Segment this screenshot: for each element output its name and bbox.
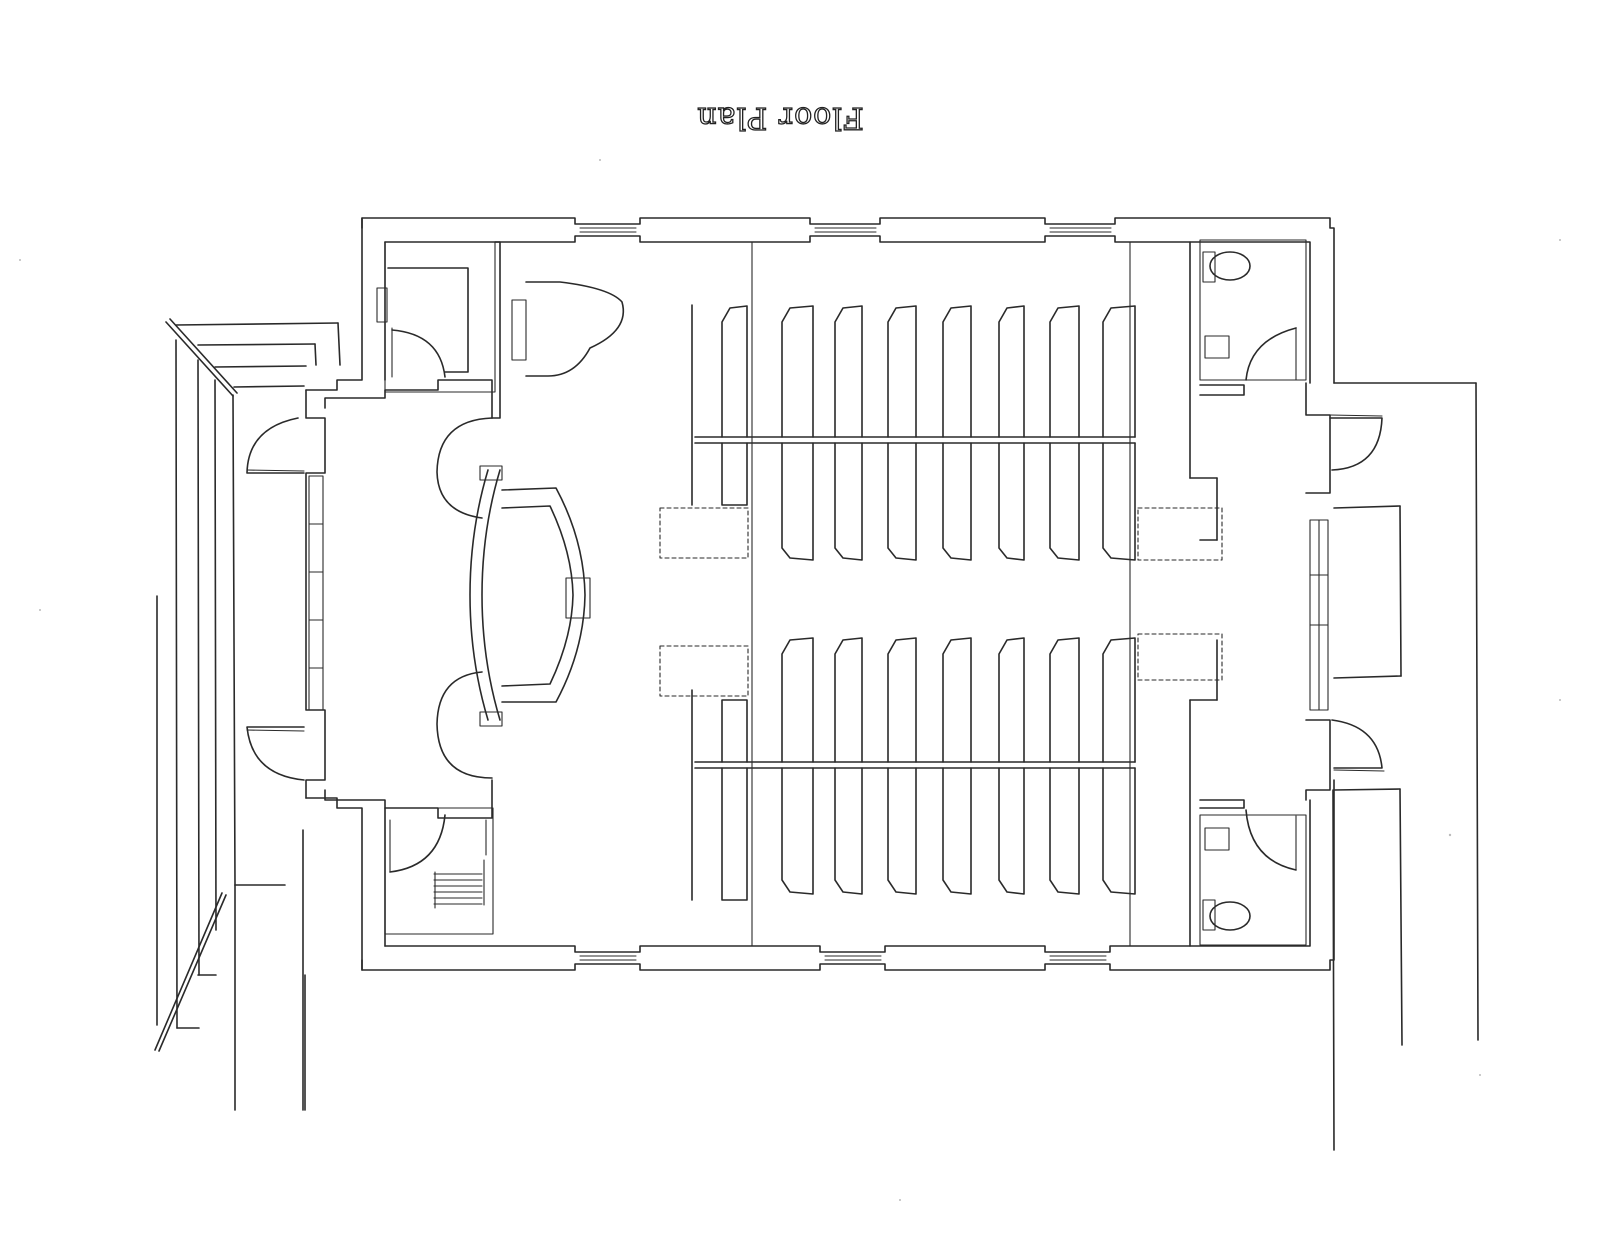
drawing-title: Floor Plan [696, 99, 865, 135]
nave [659, 241, 1223, 947]
right-site-lines [1332, 382, 1479, 1151]
paper-specks [19, 159, 1561, 1201]
vestibule-right [1189, 239, 1385, 947]
pews [721, 305, 1136, 901]
narthex-left [246, 241, 501, 935]
left-site-lines [154, 318, 341, 1111]
outer-walls [305, 217, 1335, 971]
chancel-platform [469, 281, 624, 727]
